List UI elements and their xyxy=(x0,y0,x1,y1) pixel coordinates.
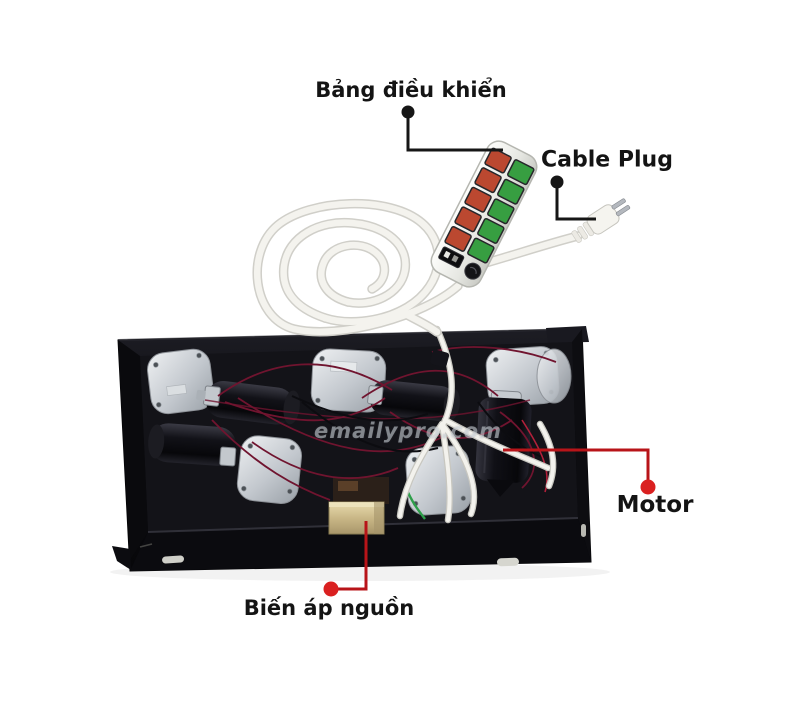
power-plug xyxy=(571,198,631,243)
plug-prong xyxy=(611,198,626,210)
label-transformer: Biến áp nguồn xyxy=(243,596,415,620)
coiled-cable xyxy=(252,198,583,337)
plug-prong xyxy=(615,205,631,217)
label-motor: Motor xyxy=(616,492,694,518)
pendant-buttons xyxy=(444,147,535,264)
hand-control-pendant xyxy=(430,140,538,288)
label-cable-plug: Cable Plug xyxy=(541,147,673,173)
power-transformer xyxy=(328,477,389,535)
gear-motor-top-center xyxy=(310,348,460,421)
pendant-knob xyxy=(464,262,482,280)
label-control-panel: Bảng điều khiển xyxy=(315,78,507,102)
gear-motor-top-left xyxy=(147,348,300,425)
leader-cable-plug xyxy=(550,175,596,221)
leader-transformer xyxy=(323,521,368,597)
pendant-switch xyxy=(438,246,465,269)
gear-motor-right xyxy=(475,346,572,497)
leader-control-panel xyxy=(401,105,503,152)
leader-motor xyxy=(503,448,656,495)
watermark: emailypro.com xyxy=(314,419,502,443)
motor-main xyxy=(475,390,532,497)
